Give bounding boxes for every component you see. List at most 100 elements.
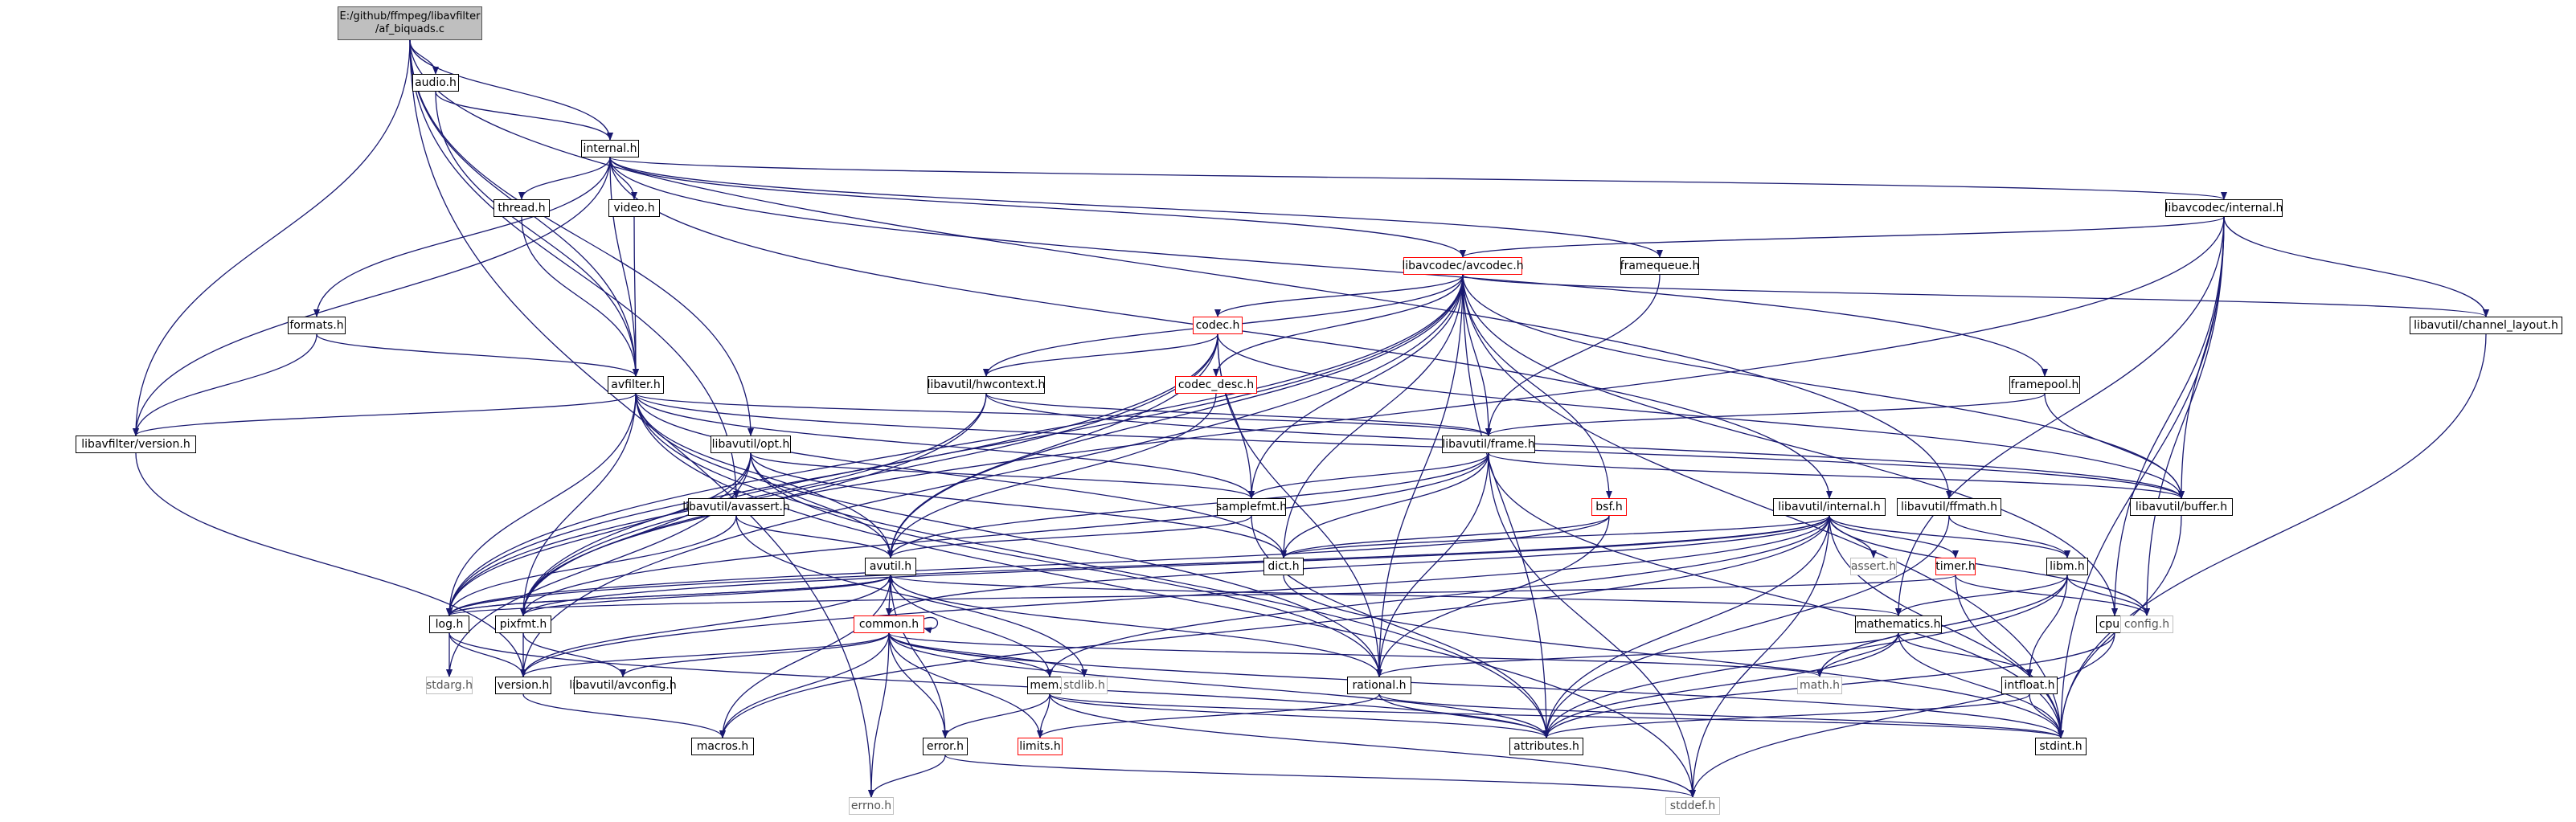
file-node-framequeue[interactable]: framequeue.h <box>1620 257 1699 275</box>
file-node-codec-desc[interactable]: codec_desc.h <box>1175 376 1257 394</box>
file-node-label: common.h <box>858 618 919 631</box>
file-node-label: video.h <box>613 202 655 215</box>
file-node-avconfig[interactable]: libavutil/avconfig.h <box>569 677 677 694</box>
file-node-avutil[interactable]: avutil.h <box>865 558 916 575</box>
file-node-mathematics[interactable]: mathematics.h <box>1855 615 1942 633</box>
include-edge-frame-to-samplefmt <box>1248 452 1489 499</box>
file-node-label: macros.h <box>696 740 749 753</box>
file-node-lavc-internal[interactable]: libavcodec/internal.h <box>2165 199 2283 217</box>
include-edge-common-to-common <box>924 616 938 634</box>
file-node-thread[interactable]: thread.h <box>493 199 550 217</box>
include-edge-opt-to-samplefmt <box>750 452 1255 499</box>
file-node-label: audio.h <box>415 76 457 89</box>
include-edge-ffmath-to-attributes <box>1543 515 1950 738</box>
file-node-label: codec.h <box>1195 319 1240 332</box>
file-node-stddef: stddef.h <box>1665 797 1720 815</box>
file-node-libm[interactable]: libm.h <box>2046 558 2088 575</box>
include-edge-avcodec-to-log <box>446 274 1464 616</box>
include-edge-libm-to-mathematics <box>1895 575 2068 616</box>
include-edge-mathematics-to-rational <box>1376 632 1899 677</box>
file-node-attributes[interactable]: attributes.h <box>1509 738 1583 755</box>
file-node-stdlib: stdlib.h <box>1061 677 1108 694</box>
file-node-avcodec[interactable]: libavcodec/avcodec.h <box>1402 257 1524 275</box>
include-edge-opt-to-rational <box>750 452 1382 677</box>
include-edge-af_biquads-to-opt <box>409 39 754 436</box>
file-node-label: libavutil/hwcontext.h <box>927 378 1046 391</box>
include-edge-rational-to-attributes <box>1378 693 1550 738</box>
file-node-label: math.h <box>1800 679 1840 692</box>
include-edge-libm-to-attributes <box>1543 575 2068 738</box>
file-node-channel-layout[interactable]: libavutil/channel_layout.h <box>2410 317 2562 334</box>
file-node-timer[interactable]: timer.h <box>1935 558 1976 575</box>
include-edge-formats-to-avfilter <box>316 333 639 377</box>
file-node-af-biquads[interactable]: E:/github/ffmpeg/libavfilter/af_biquads.… <box>338 6 482 40</box>
file-node-label: pixfmt.h <box>499 618 547 631</box>
include-edge-avcodec-to-avutil <box>887 274 1464 558</box>
file-node-error[interactable]: error.h <box>923 738 968 755</box>
file-node-ffmath[interactable]: libavutil/ffmath.h <box>1897 498 2001 516</box>
include-edge-mathematics-to-intfloat <box>1898 632 2033 677</box>
file-node-label: version.h <box>497 679 550 692</box>
file-node-lavu-internal[interactable]: libavutil/internal.h <box>1773 498 1886 516</box>
file-node-intfloat[interactable]: intfloat.h <box>2001 677 2058 694</box>
include-edge-audio-to-avfilter <box>435 91 639 377</box>
file-node-buffer[interactable]: libavutil/buffer.h <box>2130 498 2233 516</box>
file-node-common[interactable]: common.h <box>854 615 924 633</box>
file-node-codec[interactable]: codec.h <box>1193 317 1243 334</box>
include-edge-opt-to-pixfmt <box>520 452 752 616</box>
file-node-video[interactable]: video.h <box>608 199 660 217</box>
file-node-errno: errno.h <box>849 797 894 815</box>
file-node-label: formats.h <box>289 319 344 332</box>
file-node-dict[interactable]: dict.h <box>1263 558 1304 575</box>
file-node-opt[interactable]: libavutil/opt.h <box>711 436 791 453</box>
file-node-avfilter[interactable]: avfilter.h <box>608 376 664 394</box>
file-node-label: limits.h <box>1019 740 1061 753</box>
file-node-label: rational.h <box>1352 679 1407 692</box>
include-edge-avassert-to-log <box>446 515 737 616</box>
file-node-label: framepool.h <box>2010 378 2079 391</box>
file-node-avassert[interactable]: libavutil/avassert.h <box>682 498 790 516</box>
file-node-label: libavutil/buffer.h <box>2135 501 2228 513</box>
include-edge-bsf-to-rational <box>1376 515 1610 677</box>
include-edge-libm-to-intfloat <box>2026 575 2068 677</box>
file-node-label: config.h <box>2123 618 2170 631</box>
file-node-log[interactable]: log.h <box>429 615 469 633</box>
file-node-lavfi-version[interactable]: libavfilter/version.h <box>76 436 196 453</box>
include-edge-common-to-attributes <box>888 632 1550 738</box>
include-edge-codec_desc-to-avutil <box>887 393 1217 558</box>
file-node-bsf[interactable]: bsf.h <box>1591 498 1627 516</box>
include-edge-avcodec-to-rational <box>1376 274 1464 677</box>
include-edge-cpu-to-stddef <box>1689 632 2115 798</box>
include-edge-mathematics-to-stdint <box>1898 632 2064 738</box>
include-edge-intfloat-to-stdint <box>2029 693 2064 738</box>
include-edge-mathematics-to-math <box>1816 632 1899 677</box>
include-edge-lavc_internal-to-avcodec <box>1460 216 2225 258</box>
file-node-formats[interactable]: formats.h <box>288 317 346 334</box>
include-edge-common-to-macros <box>719 632 890 738</box>
include-edge-log-to-lavu_version <box>448 632 526 677</box>
file-node-label: libavutil/avassert.h <box>682 501 790 513</box>
include-edge-avfilter-to-dict <box>635 393 1287 558</box>
file-node-pixfmt[interactable]: pixfmt.h <box>495 615 551 633</box>
include-edge-avutil-to-pixfmt <box>520 575 891 616</box>
file-node-limits[interactable]: limits.h <box>1018 738 1063 755</box>
file-node-hwcontext[interactable]: libavutil/hwcontext.h <box>928 376 1045 394</box>
file-node-label: libm.h <box>2050 560 2085 573</box>
include-edge-avcodec-to-stdint <box>1462 274 2064 738</box>
file-node-label: libavfilter/version.h <box>81 438 190 451</box>
file-node-rational[interactable]: rational.h <box>1347 677 1411 694</box>
include-edge-lavu_internal-to-stdint <box>1829 515 2064 738</box>
file-node-label: log.h <box>435 618 464 631</box>
file-node-internal[interactable]: internal.h <box>581 140 639 157</box>
include-edge-avcodec-to-channel_layout <box>1462 274 2489 317</box>
file-node-frame[interactable]: libavutil/frame.h <box>1442 436 1535 453</box>
file-node-framepool[interactable]: framepool.h <box>2009 376 2080 394</box>
include-edge-channel_layout-to-stdint <box>2058 333 2487 738</box>
file-node-lavu-version[interactable]: version.h <box>495 677 551 694</box>
include-edge-hwcontext-to-buffer <box>985 393 2185 499</box>
file-node-samplefmt[interactable]: samplefmt.h <box>1216 498 1287 516</box>
file-node-stdint[interactable]: stdint.h <box>2035 738 2087 755</box>
file-node-macros[interactable]: macros.h <box>691 738 754 755</box>
include-edge-avcodec-to-samplefmt <box>1248 274 1464 499</box>
file-node-audio[interactable]: audio.h <box>412 74 459 92</box>
